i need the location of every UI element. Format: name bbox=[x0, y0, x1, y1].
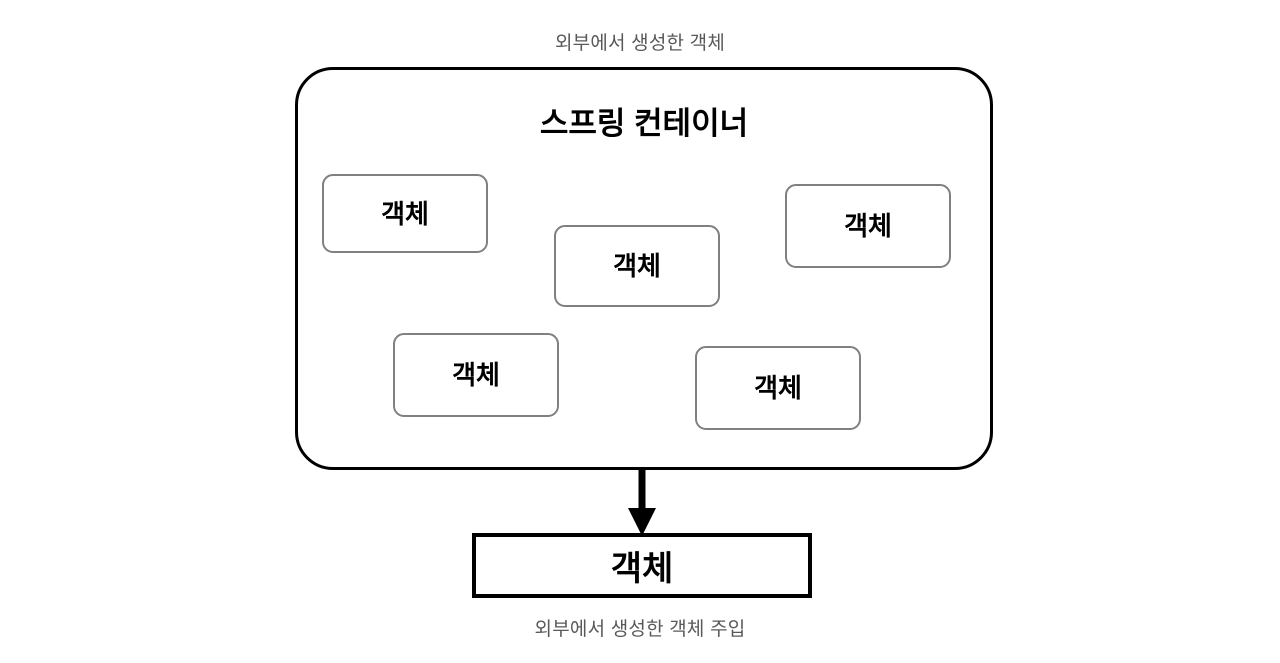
container-object-5-label: 객체 bbox=[754, 373, 802, 403]
container-object-4-label: 객체 bbox=[452, 360, 500, 390]
container-object-3-label: 객체 bbox=[844, 211, 892, 241]
container-object-5: 객체 bbox=[695, 346, 861, 430]
container-object-1: 객체 bbox=[322, 174, 488, 253]
external-object-box: 객체 bbox=[472, 533, 812, 598]
container-object-4: 객체 bbox=[393, 333, 559, 417]
caption-external-object: 외부에서 생성한 객체 bbox=[554, 33, 726, 54]
external-object-label: 객체 bbox=[610, 550, 674, 588]
caption-object-injection: 외부에서 생성한 객체 주입 bbox=[534, 619, 746, 640]
spring-container-box: 스프링 컨테이너 객체 객체 객체 객체 객체 bbox=[295, 67, 993, 470]
container-object-3: 객체 bbox=[785, 184, 951, 268]
downward-injection-arrow-icon bbox=[628, 468, 656, 536]
container-object-1-label: 객체 bbox=[381, 198, 429, 229]
container-object-2-label: 객체 bbox=[613, 251, 661, 281]
container-object-2: 객체 bbox=[554, 225, 720, 307]
spring-container-title: 스프링 컨테이너 bbox=[539, 106, 749, 141]
